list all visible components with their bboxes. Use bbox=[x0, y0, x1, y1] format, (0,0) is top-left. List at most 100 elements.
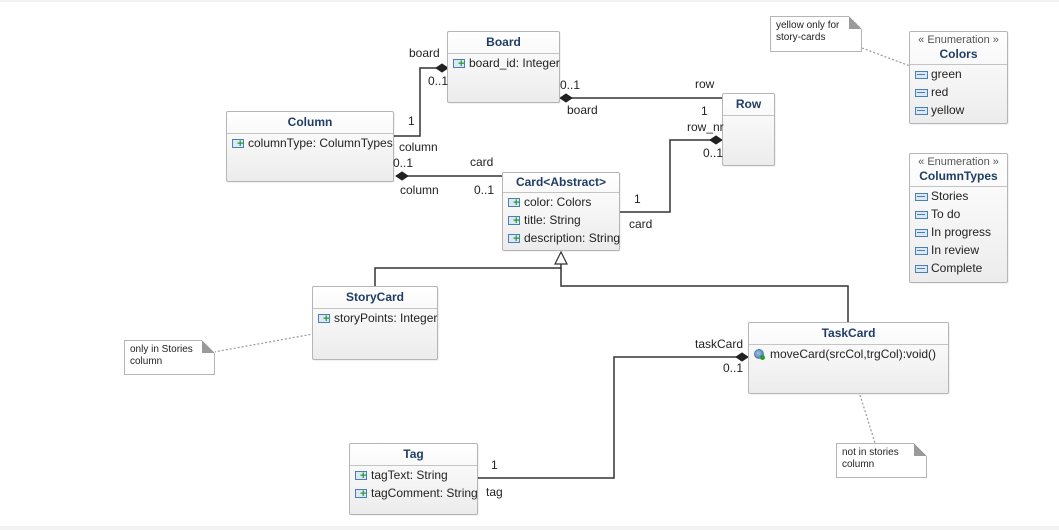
multiplicity-label: 0..1 bbox=[703, 146, 724, 160]
literal-label: yellow bbox=[931, 103, 965, 117]
multiplicity-label: 1 bbox=[408, 114, 415, 128]
enum-columntypes[interactable]: « Enumeration » ColumnTypes Stories To d… bbox=[909, 153, 1008, 283]
literal-row[interactable]: Complete bbox=[910, 259, 1007, 277]
attribute-label: tagText: String bbox=[371, 468, 448, 482]
class-column-name: Column bbox=[287, 115, 333, 129]
role-label: tag bbox=[486, 485, 503, 499]
attribute-icon bbox=[453, 58, 466, 70]
note-yellow-only[interactable]: yellow only for story-cards bbox=[770, 16, 862, 52]
class-board[interactable]: Board board_id: Integer bbox=[447, 31, 560, 103]
class-storycard-name: StoryCard bbox=[345, 290, 404, 304]
literal-label: Stories bbox=[931, 189, 969, 203]
multiplicity-label: 1 bbox=[701, 104, 708, 118]
attribute-row[interactable]: columnType: ColumnTypes bbox=[227, 134, 393, 152]
attribute-label: storyPoints: Integer bbox=[334, 311, 438, 325]
multiplicity-label: 0..1 bbox=[723, 361, 744, 375]
composition-diamond-board bbox=[435, 63, 449, 73]
attribute-icon bbox=[508, 233, 521, 245]
attribute-row[interactable]: color: Colors bbox=[503, 193, 619, 211]
attribute-label: title: String bbox=[524, 213, 581, 227]
class-tag-name: Tag bbox=[403, 447, 424, 461]
literal-icon bbox=[915, 263, 928, 274]
class-card-name: Card<Abstract> bbox=[515, 175, 607, 189]
taskcard-tag-association[interactable] bbox=[478, 356, 748, 479]
multiplicity-label: 0..1 bbox=[474, 183, 495, 197]
literal-row[interactable]: yellow bbox=[910, 101, 1007, 119]
class-tag[interactable]: Tag tagText: String tagComment: String bbox=[349, 443, 478, 515]
literal-icon bbox=[915, 87, 928, 98]
enum-stereotype: « Enumeration » bbox=[918, 34, 999, 46]
note-fold-icon bbox=[914, 443, 927, 456]
composition-diamond-taskcard bbox=[735, 352, 749, 362]
class-card[interactable]: Card<Abstract> color: Colors title: Stri… bbox=[502, 172, 620, 251]
storycard-generalization[interactable] bbox=[374, 260, 562, 288]
composition-diamond-column bbox=[395, 171, 409, 181]
board-column-association[interactable] bbox=[394, 67, 448, 137]
attribute-label: tagComment: String bbox=[371, 486, 478, 500]
role-label: card bbox=[470, 155, 494, 169]
role-label: column bbox=[399, 140, 438, 154]
literal-icon bbox=[915, 209, 928, 220]
operation-icon bbox=[754, 348, 767, 360]
literal-label: In review bbox=[931, 243, 980, 257]
literal-label: green bbox=[931, 67, 962, 81]
attribute-icon bbox=[508, 215, 521, 227]
literal-label: Complete bbox=[931, 261, 983, 275]
class-board-name: Board bbox=[486, 35, 521, 49]
role-label: card bbox=[629, 217, 653, 231]
attribute-row[interactable]: storyPoints: Integer bbox=[313, 309, 437, 327]
note-fold-icon bbox=[849, 16, 862, 29]
attribute-row[interactable]: tagComment: String bbox=[350, 484, 478, 502]
enum-colors[interactable]: « Enumeration » Colors green red yellow bbox=[909, 31, 1008, 124]
note-text: not in stories column bbox=[842, 447, 899, 470]
literal-icon bbox=[915, 191, 928, 202]
attribute-label: description: String bbox=[524, 231, 621, 245]
attribute-icon bbox=[232, 138, 245, 150]
role-label: row bbox=[695, 77, 715, 91]
literal-row[interactable]: In review bbox=[910, 241, 1007, 259]
role-label: row_nr bbox=[687, 120, 724, 134]
literal-row[interactable]: green bbox=[910, 65, 1007, 83]
note-not-in-stories[interactable]: not in stories column bbox=[836, 443, 927, 478]
literal-row[interactable]: Stories bbox=[910, 187, 1007, 205]
literal-label: In progress bbox=[931, 225, 992, 239]
enum-stereotype: « Enumeration » bbox=[918, 156, 999, 168]
attribute-icon bbox=[355, 488, 368, 500]
role-label: taskCard bbox=[695, 337, 744, 351]
attribute-icon bbox=[355, 470, 368, 482]
multiplicity-label: 0..1 bbox=[428, 74, 449, 88]
literal-icon bbox=[915, 245, 928, 256]
class-row[interactable]: Row bbox=[722, 93, 775, 166]
multiplicity-label: 0..1 bbox=[393, 156, 414, 170]
note-link-yellow bbox=[861, 47, 911, 67]
note-link-notstories bbox=[859, 394, 876, 444]
literal-row[interactable]: red bbox=[910, 83, 1007, 101]
literal-row[interactable]: To do bbox=[910, 205, 1007, 223]
attribute-label: color: Colors bbox=[524, 195, 592, 209]
attribute-row[interactable]: tagText: String bbox=[350, 466, 477, 484]
literal-icon bbox=[915, 227, 928, 238]
role-label: column bbox=[400, 183, 439, 197]
note-only-stories[interactable]: only in Stories column bbox=[124, 340, 215, 375]
note-fold-icon bbox=[202, 340, 215, 353]
attribute-icon bbox=[508, 197, 521, 209]
attribute-row[interactable]: board_id: Integer bbox=[448, 54, 560, 72]
literal-label: red bbox=[931, 85, 949, 99]
operation-row[interactable]: moveCard(srcCol,trgCol):void() bbox=[749, 345, 948, 363]
class-storycard[interactable]: StoryCard storyPoints: Integer bbox=[312, 286, 438, 360]
class-taskcard[interactable]: TaskCard moveCard(srcCol,trgCol):void() bbox=[748, 322, 949, 394]
enum-colors-name: Colors bbox=[939, 47, 978, 61]
literal-row[interactable]: In progress bbox=[910, 223, 1007, 241]
composition-diamond-row bbox=[709, 135, 723, 145]
attribute-row[interactable]: description: String bbox=[503, 229, 621, 247]
taskcard-generalization[interactable] bbox=[560, 268, 849, 322]
attribute-row[interactable]: title: String bbox=[503, 211, 619, 229]
note-text: only in Stories column bbox=[130, 344, 193, 367]
attribute-label: board_id: Integer bbox=[469, 56, 560, 70]
class-column[interactable]: Column columnType: ColumnTypes bbox=[226, 111, 394, 182]
role-label: board bbox=[409, 46, 440, 60]
row-card-association[interactable] bbox=[620, 139, 722, 213]
multiplicity-label: 1 bbox=[491, 458, 498, 472]
literal-icon bbox=[915, 105, 928, 116]
